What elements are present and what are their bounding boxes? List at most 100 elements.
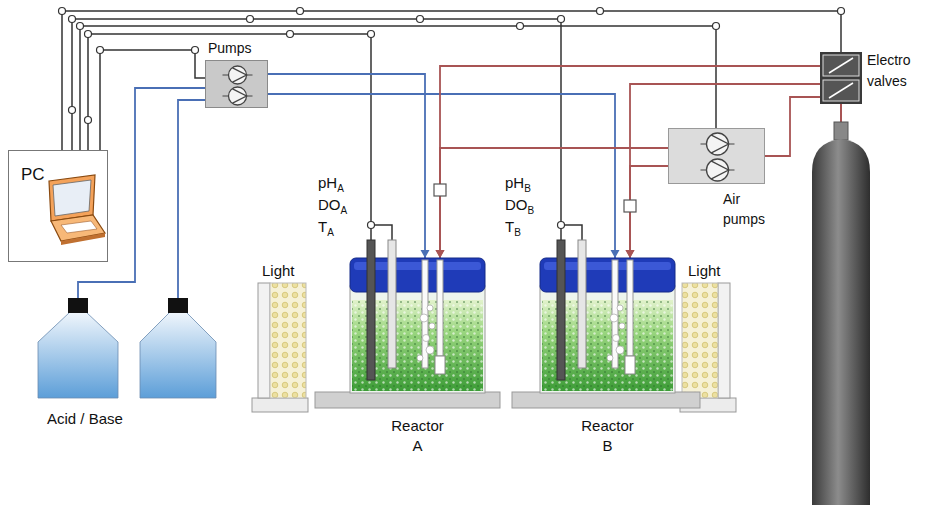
wire-node (69, 107, 76, 114)
wire-node (69, 16, 565, 229)
component-label: Pumps (208, 40, 278, 57)
pump-symbol (229, 87, 247, 105)
light-panel (718, 283, 730, 398)
acid-base-line (178, 100, 205, 300)
connector-line (630, 84, 820, 258)
connector-line (440, 148, 668, 258)
reactor-vessel (350, 258, 485, 393)
wire-node (368, 31, 375, 38)
pump-symbol (711, 161, 728, 179)
wire-node (417, 16, 424, 23)
pump-symbol (707, 133, 729, 155)
light-label: Light (262, 262, 295, 279)
pump-symbol (711, 135, 728, 153)
gas-cylinder (812, 139, 870, 505)
reactor-vessel (613, 335, 620, 342)
reactor-vessel (427, 305, 433, 311)
connector (626, 84, 821, 258)
sensor-label: TB (505, 218, 521, 238)
light-panel (252, 398, 308, 412)
pump-symbol (233, 68, 247, 82)
pump-symbol (701, 144, 707, 145)
gas-junction (434, 184, 636, 212)
component-label: Electro valves (867, 50, 923, 92)
component-label: Reactor B (578, 416, 637, 456)
wire-node (69, 16, 76, 23)
component-label: Air pumps (723, 189, 775, 229)
pump-symbol (223, 96, 229, 97)
valve-symbol (820, 52, 862, 104)
pump-symbol (707, 159, 729, 181)
reactor-vessel (426, 346, 434, 354)
arrow-head (611, 250, 620, 258)
pump-symbol (229, 66, 247, 84)
laptop-icon (61, 233, 105, 245)
acid-base-bottle (38, 312, 118, 398)
wire-node (597, 8, 604, 15)
electro-valve-box: Electro valves (820, 52, 862, 104)
wire-node (297, 8, 304, 15)
pump-symbol (729, 144, 735, 145)
dosing-pump-box: Pumps (205, 60, 268, 108)
arrow-head (436, 250, 445, 258)
gas-junction (434, 184, 446, 196)
subscript: B (524, 183, 531, 194)
arrow-head (626, 250, 635, 258)
connector (77, 23, 720, 151)
wire-node (558, 222, 565, 229)
reactor-vessel (367, 240, 375, 380)
valve-symbol (829, 83, 853, 98)
connector (268, 94, 620, 258)
pump-symbol (247, 75, 253, 76)
wire-node (192, 47, 199, 54)
reactor-vessel (435, 356, 445, 374)
reactor-vessel (617, 305, 623, 311)
subscript: A (327, 227, 334, 238)
pump-symbol (247, 96, 253, 97)
reactor-vessel (625, 356, 635, 374)
sensor-label: pH (318, 174, 337, 191)
reactor-vessel (610, 314, 618, 322)
component-label: Reactor A (388, 416, 447, 456)
wire-node (247, 16, 254, 23)
reactor-vessel (540, 258, 675, 393)
pump-symbol (701, 170, 707, 171)
reactor-vessel (616, 346, 624, 354)
pump-symbol (669, 129, 766, 185)
component-label: PC (21, 165, 61, 185)
reactor-vessel (607, 355, 613, 361)
computer-box: PC (8, 150, 108, 262)
pump-symbol (223, 75, 229, 76)
sensor-wire (72, 19, 582, 240)
arrow-head (421, 250, 430, 258)
connector (765, 97, 820, 156)
gas-junction (624, 200, 636, 212)
connector (97, 47, 206, 151)
sensor-label: T (505, 218, 514, 235)
reactor-vessel (578, 240, 586, 368)
gas-cylinder (834, 122, 848, 140)
laptop-icon (53, 180, 91, 216)
sensor-label: TA (318, 218, 334, 238)
subscript: A (337, 183, 344, 194)
valve-symbol (823, 55, 859, 76)
pump-symbol (233, 89, 247, 103)
sensor-label: pH (505, 174, 524, 191)
reactor-base-plate (512, 392, 700, 408)
photobioreactor: Reactor A (350, 258, 485, 393)
air-pump-box: Air pumps (668, 128, 765, 184)
sensor-label: DO (318, 196, 341, 213)
sensor-wire (88, 34, 371, 240)
reactor-vessel (557, 240, 565, 380)
connector-line (100, 50, 205, 150)
reactor-vessel (417, 355, 423, 361)
reactor-vessel (423, 335, 430, 342)
wire-node (287, 31, 294, 38)
laptop-icon (61, 221, 97, 233)
light-label: Light (688, 262, 721, 280)
acid-base-bottle (38, 298, 216, 398)
